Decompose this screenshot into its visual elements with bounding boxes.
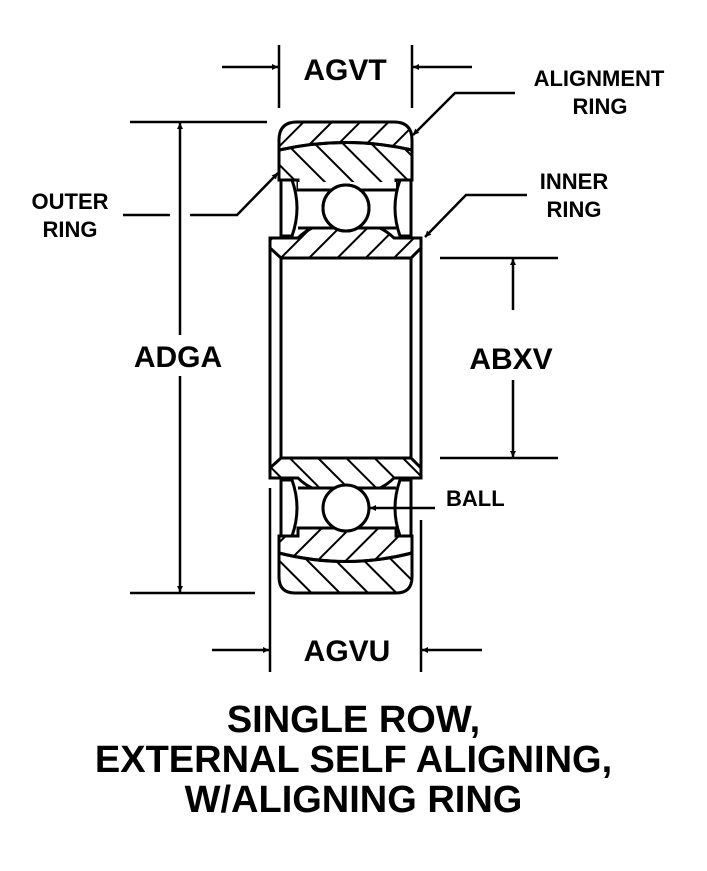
bearing-top-section <box>268 120 423 260</box>
diagram-title: SINGLE ROW, EXTERNAL SELF ALIGNING, W/AL… <box>0 700 707 820</box>
cage-right-top <box>393 178 413 238</box>
outer-ring-label-line1: OUTER <box>32 189 109 214</box>
alignment-ring-bottom <box>277 551 414 595</box>
title-line-1: SINGLE ROW, <box>226 699 481 741</box>
agvt-label: AGVT <box>303 54 386 87</box>
bearing-bottom-section <box>268 456 423 595</box>
alignment-ring-label-line1: ALIGNMENT <box>534 66 665 91</box>
title-line-2: EXTERNAL SELF ALIGNING, <box>94 739 613 781</box>
abxv-label: ABXV <box>469 343 552 376</box>
agvu-label: AGVU <box>304 635 391 668</box>
cage-left-bottom <box>279 478 299 538</box>
bore <box>268 238 423 478</box>
outer-ring-label-line2: RING <box>43 217 98 242</box>
alignment-ring-label-line2: RING <box>573 94 628 119</box>
ball-label: BALL <box>446 486 505 511</box>
inner-ring-label-line1: INNER <box>540 169 609 194</box>
leader-inner-ring: INNER RING <box>424 169 609 238</box>
title-line-3: W/ALIGNING RING <box>184 779 523 821</box>
ball-bottom <box>321 483 371 533</box>
dimension-abxv: ABXV <box>440 256 558 460</box>
inner-ring-label-line2: RING <box>547 197 602 222</box>
leader-ball: BALL <box>370 486 505 511</box>
adga-label: ADGA <box>134 341 222 374</box>
cage-left-top <box>279 178 299 238</box>
leader-alignment-ring: ALIGNMENT RING <box>412 66 665 136</box>
dimension-agvt: AGVT <box>222 45 472 108</box>
leader-outer-ring: OUTER RING <box>32 172 279 242</box>
dimension-adga: ADGA <box>130 120 267 595</box>
dimension-agvu: AGVU <box>212 488 482 672</box>
